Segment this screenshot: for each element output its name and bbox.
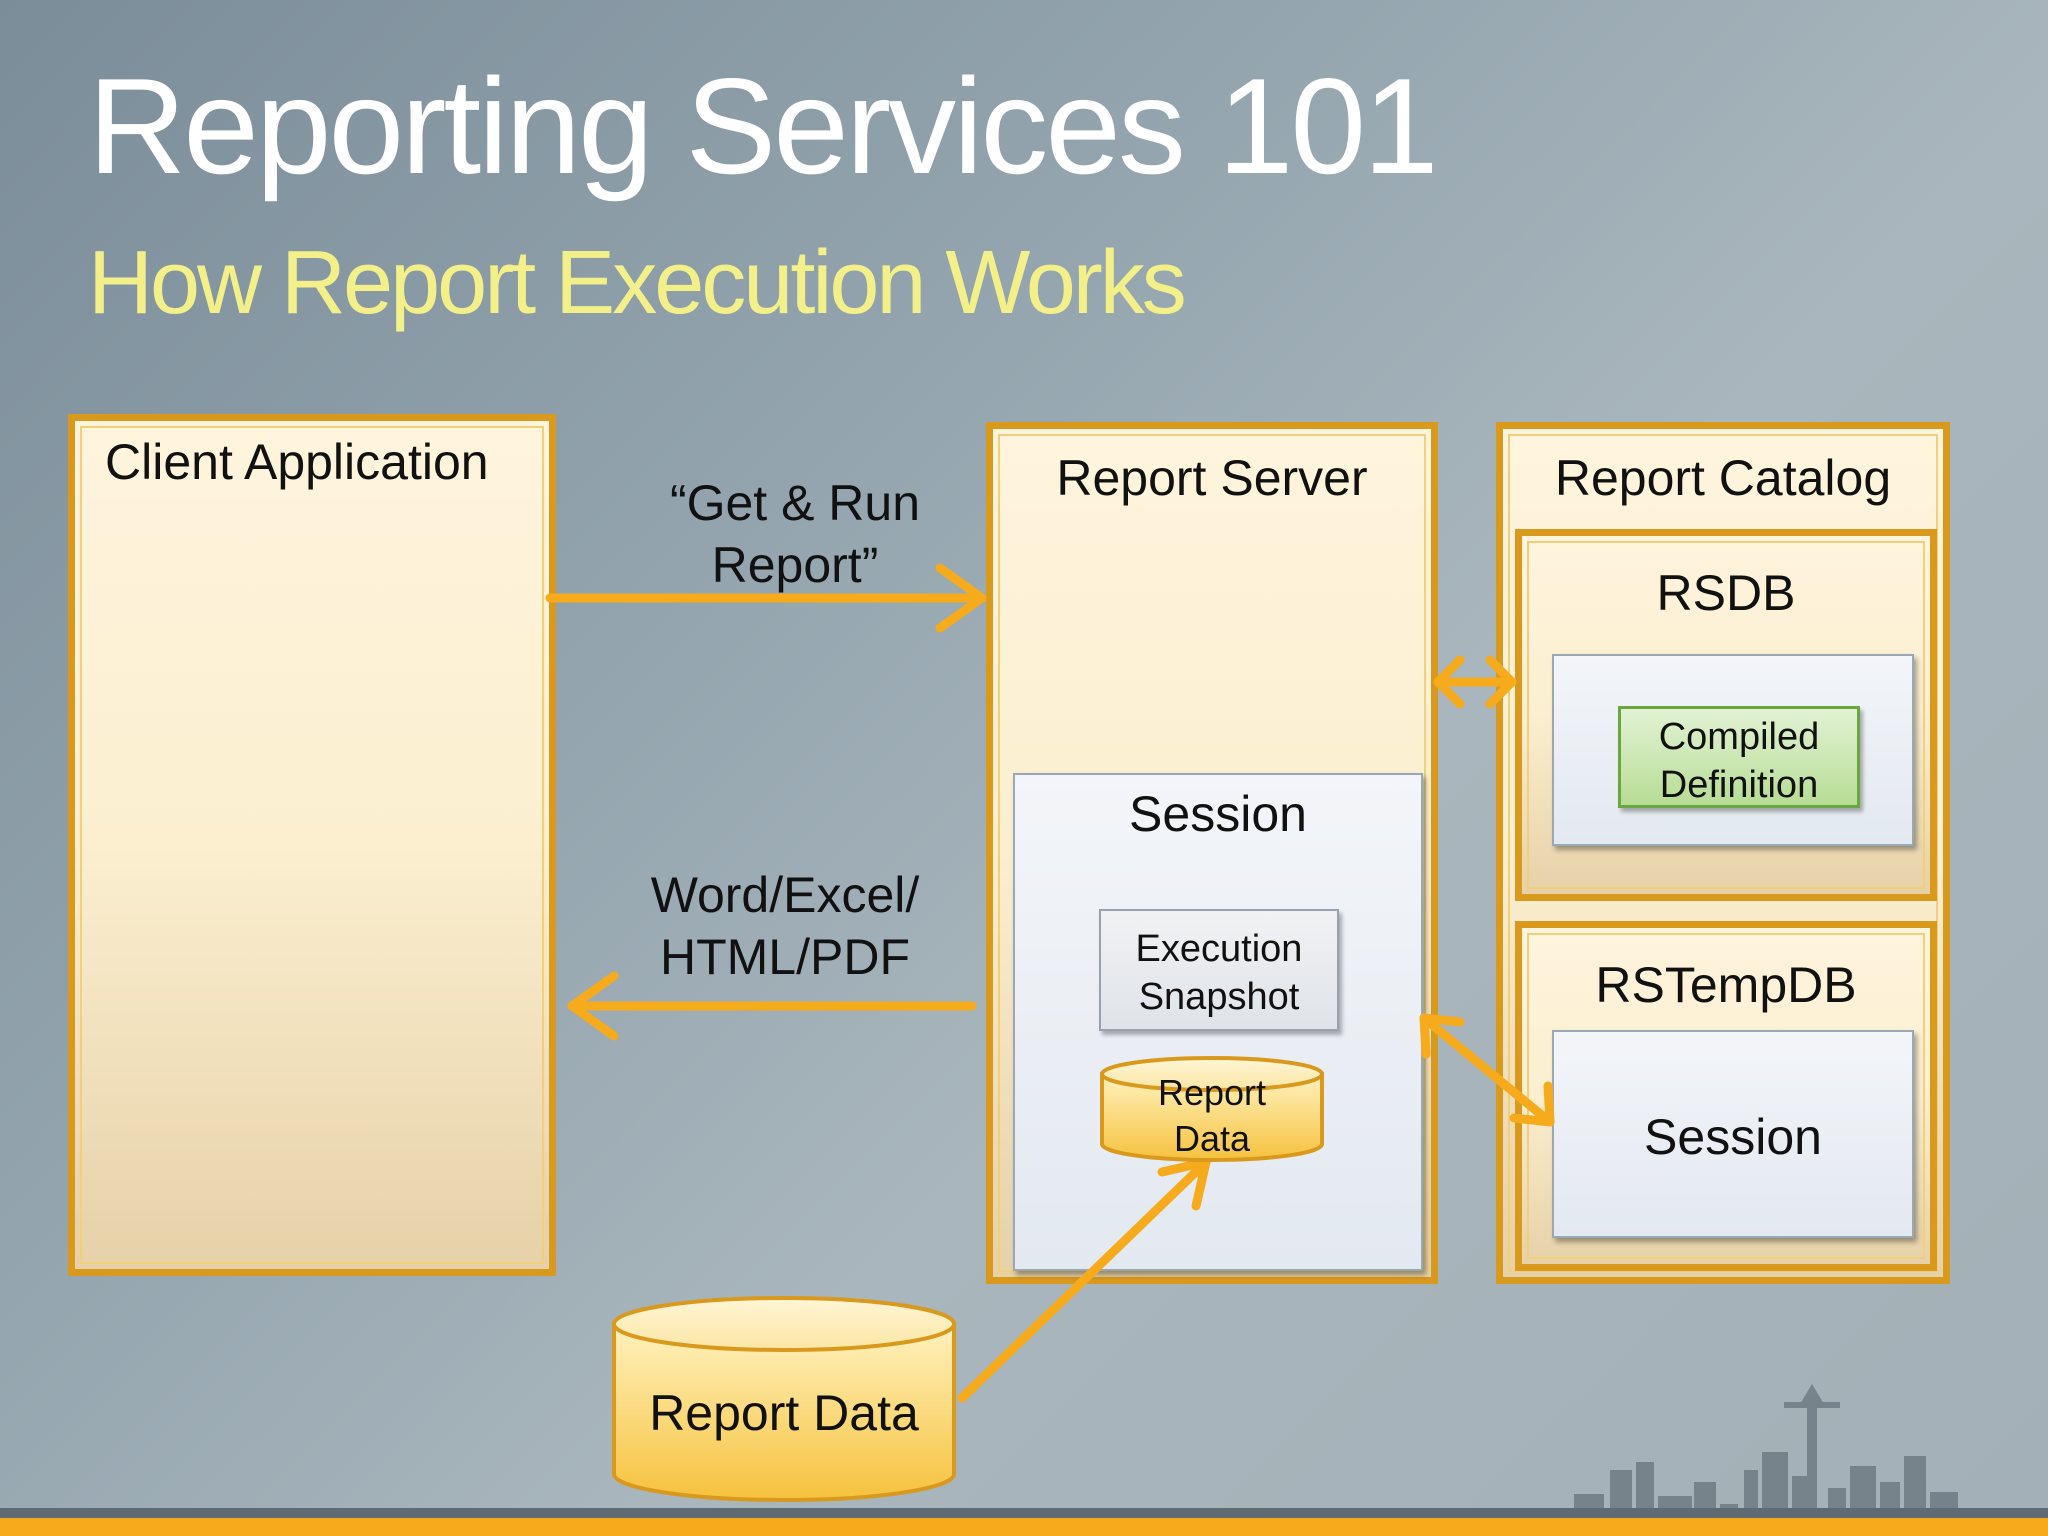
execution-snapshot-line-1: Execution [1135, 928, 1303, 970]
session-double-arrow [1419, 1013, 1555, 1127]
report-server-label: Report Server [1056, 450, 1368, 506]
report-catalog-panel: Report Catalog RSDB Compiled Definition … [1496, 422, 1950, 1284]
compiled-definition-line-2: Definition [1659, 764, 1819, 806]
response-label-line-2: HTML/PDF [660, 929, 910, 985]
request-label: “Get & Run Report” [600, 472, 990, 596]
session-report-data-line-2: Data [1173, 1118, 1251, 1159]
report-catalog-label: Report Catalog [1554, 450, 1892, 506]
response-label-line-1: Word/Excel/ [650, 867, 920, 923]
response-arrow [567, 971, 977, 1041]
city-skyline-graphic [1574, 1384, 1958, 1516]
response-label: Word/Excel/ HTML/PDF [600, 864, 970, 988]
rstempdb-panel: RSTempDB Session [1515, 921, 1937, 1271]
report-data-source-cylinder [612, 1296, 956, 1502]
session-label: Session [1129, 786, 1307, 842]
session-report-data-cylinder [1100, 1056, 1324, 1162]
report-server-panel: Report Server Session Execution Snapshot [986, 422, 1438, 1284]
report-data-source-label: Report Data [649, 1385, 919, 1441]
execution-snapshot-box: Execution Snapshot [1099, 909, 1339, 1031]
client-application-panel: Client Application [68, 414, 556, 1276]
slide-title: Reporting Services 101 [88, 50, 1439, 202]
execution-snapshot-line-2: Snapshot [1138, 976, 1300, 1018]
session-report-data-label: Report Data [1102, 1070, 1322, 1162]
bottom-gray-bar [0, 1508, 2048, 1518]
rsdb-content-box: Compiled Definition [1552, 654, 1914, 846]
compiled-definition-box: Compiled Definition [1618, 706, 1860, 808]
client-application-label: Client Application [105, 434, 489, 490]
session-report-data-line-1: Report [1157, 1072, 1267, 1113]
compiled-definition-line-1: Compiled [1658, 716, 1820, 758]
rstempdb-session-label: Session [1644, 1109, 1822, 1165]
data-feed-arrow [957, 1157, 1211, 1403]
request-label-line-2: Report” [711, 537, 879, 593]
rsdb-label: RSDB [1656, 565, 1796, 621]
bottom-accent-bar [0, 1518, 2048, 1536]
rsdb-panel: RSDB Compiled Definition [1515, 529, 1937, 901]
rstempdb-session-box: Session [1552, 1030, 1914, 1238]
slide-subtitle: How Report Execution Works [88, 233, 1187, 333]
request-label-line-1: “Get & Run [669, 475, 921, 531]
session-box: Session Execution Snapshot [1013, 773, 1423, 1271]
request-arrow [545, 563, 987, 633]
rstempdb-label: RSTempDB [1595, 957, 1857, 1013]
rsdb-double-arrow [1433, 655, 1517, 709]
